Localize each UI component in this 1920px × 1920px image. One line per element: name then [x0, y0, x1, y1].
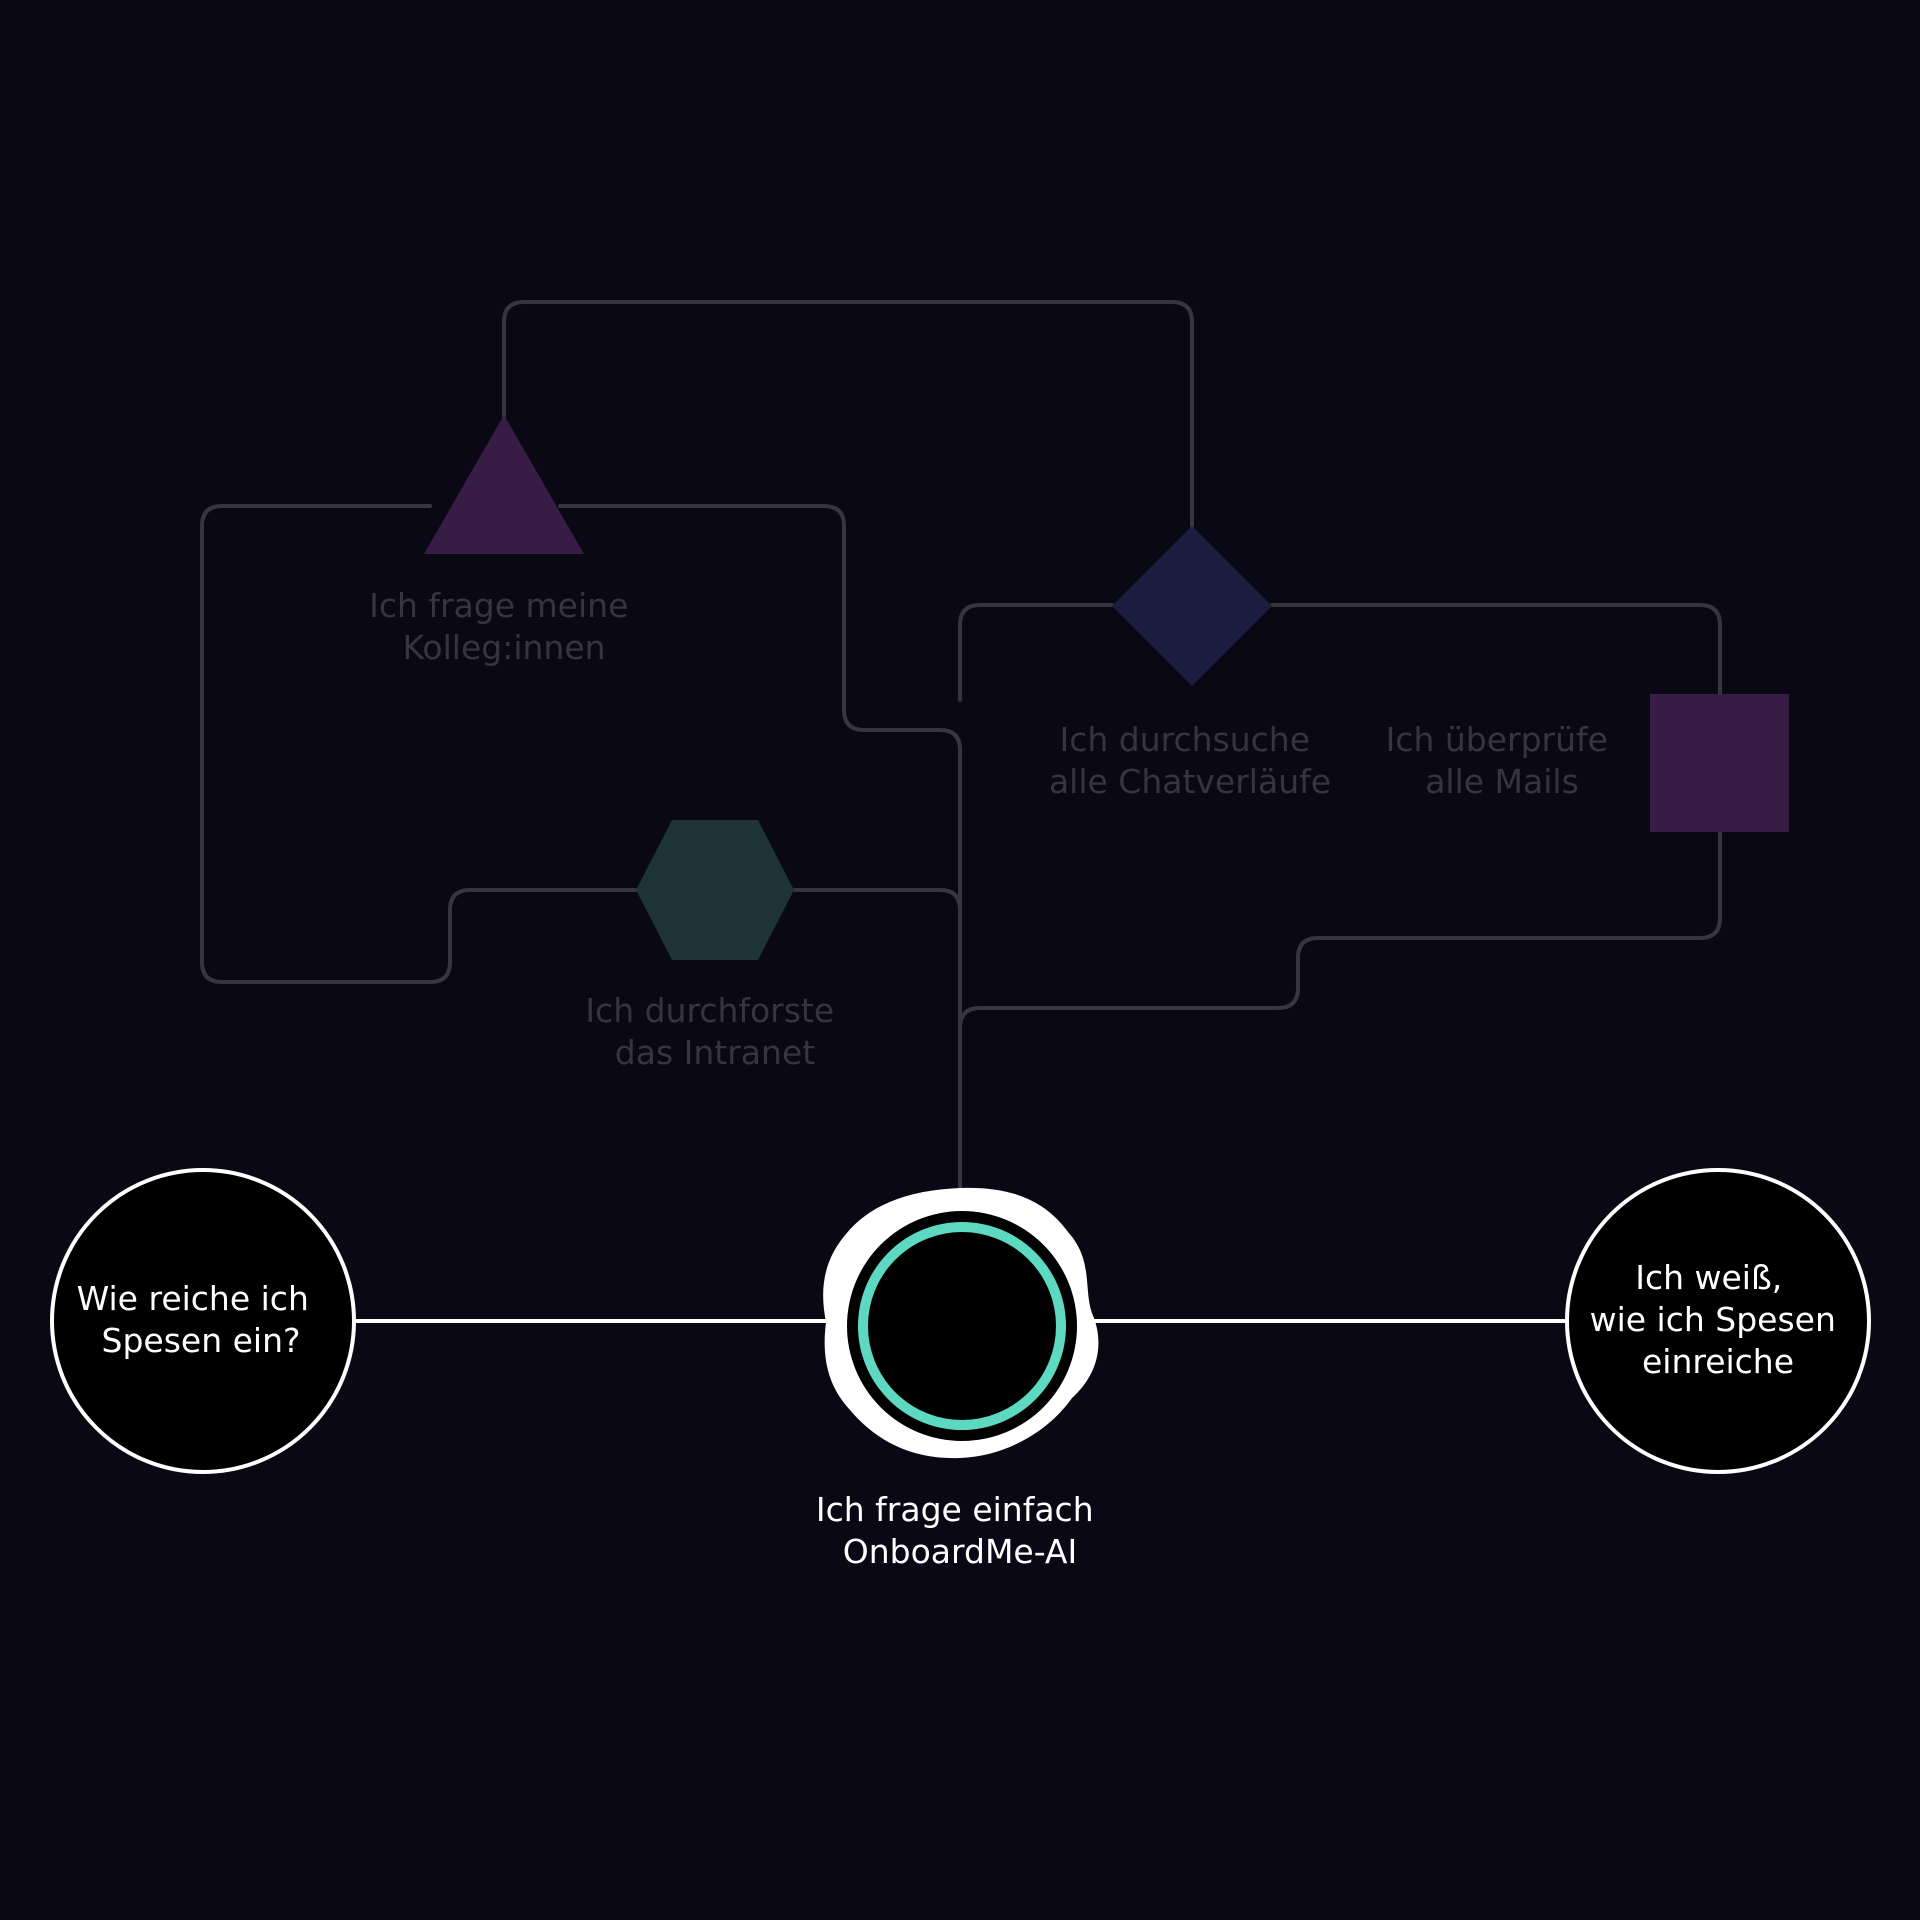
route-hexagon-to-trunk: [793, 888, 962, 942]
start-node: [50, 1168, 356, 1474]
triangle-shape: [424, 415, 584, 554]
hexagon-shape: [636, 820, 794, 960]
end-node: [1565, 1168, 1871, 1474]
route-diamond-to-square: [1270, 603, 1722, 696]
label-chats: Ich durchsuche alle Chatverläufe: [1049, 720, 1331, 801]
label-intranet: Ich durchforste das Intranet: [585, 991, 844, 1072]
route-triangle-to-diamond: [502, 300, 1194, 542]
start-label: Wie reiche ich Spesen ein?: [77, 1279, 320, 1360]
route-triangle-loop: [200, 504, 642, 984]
label-mails: Ich überprüfe alle Mails: [1386, 720, 1619, 801]
route-square-to-trunk: [958, 830, 1722, 1030]
diamond-shape: [1112, 526, 1272, 686]
route-diamond-loop: [958, 603, 1114, 702]
square-shape: [1650, 694, 1789, 832]
route-triangle-to-trunk: [558, 504, 962, 1192]
label-colleagues: Ich frage meine Kolleg:innen: [369, 586, 639, 667]
ai-hub-ring: [858, 1222, 1066, 1430]
end-label: Ich weiß, wie ich Spesen einreiche: [1590, 1258, 1847, 1381]
hub-label: Ich frage einfach OnboardMe-AI: [816, 1490, 1104, 1571]
